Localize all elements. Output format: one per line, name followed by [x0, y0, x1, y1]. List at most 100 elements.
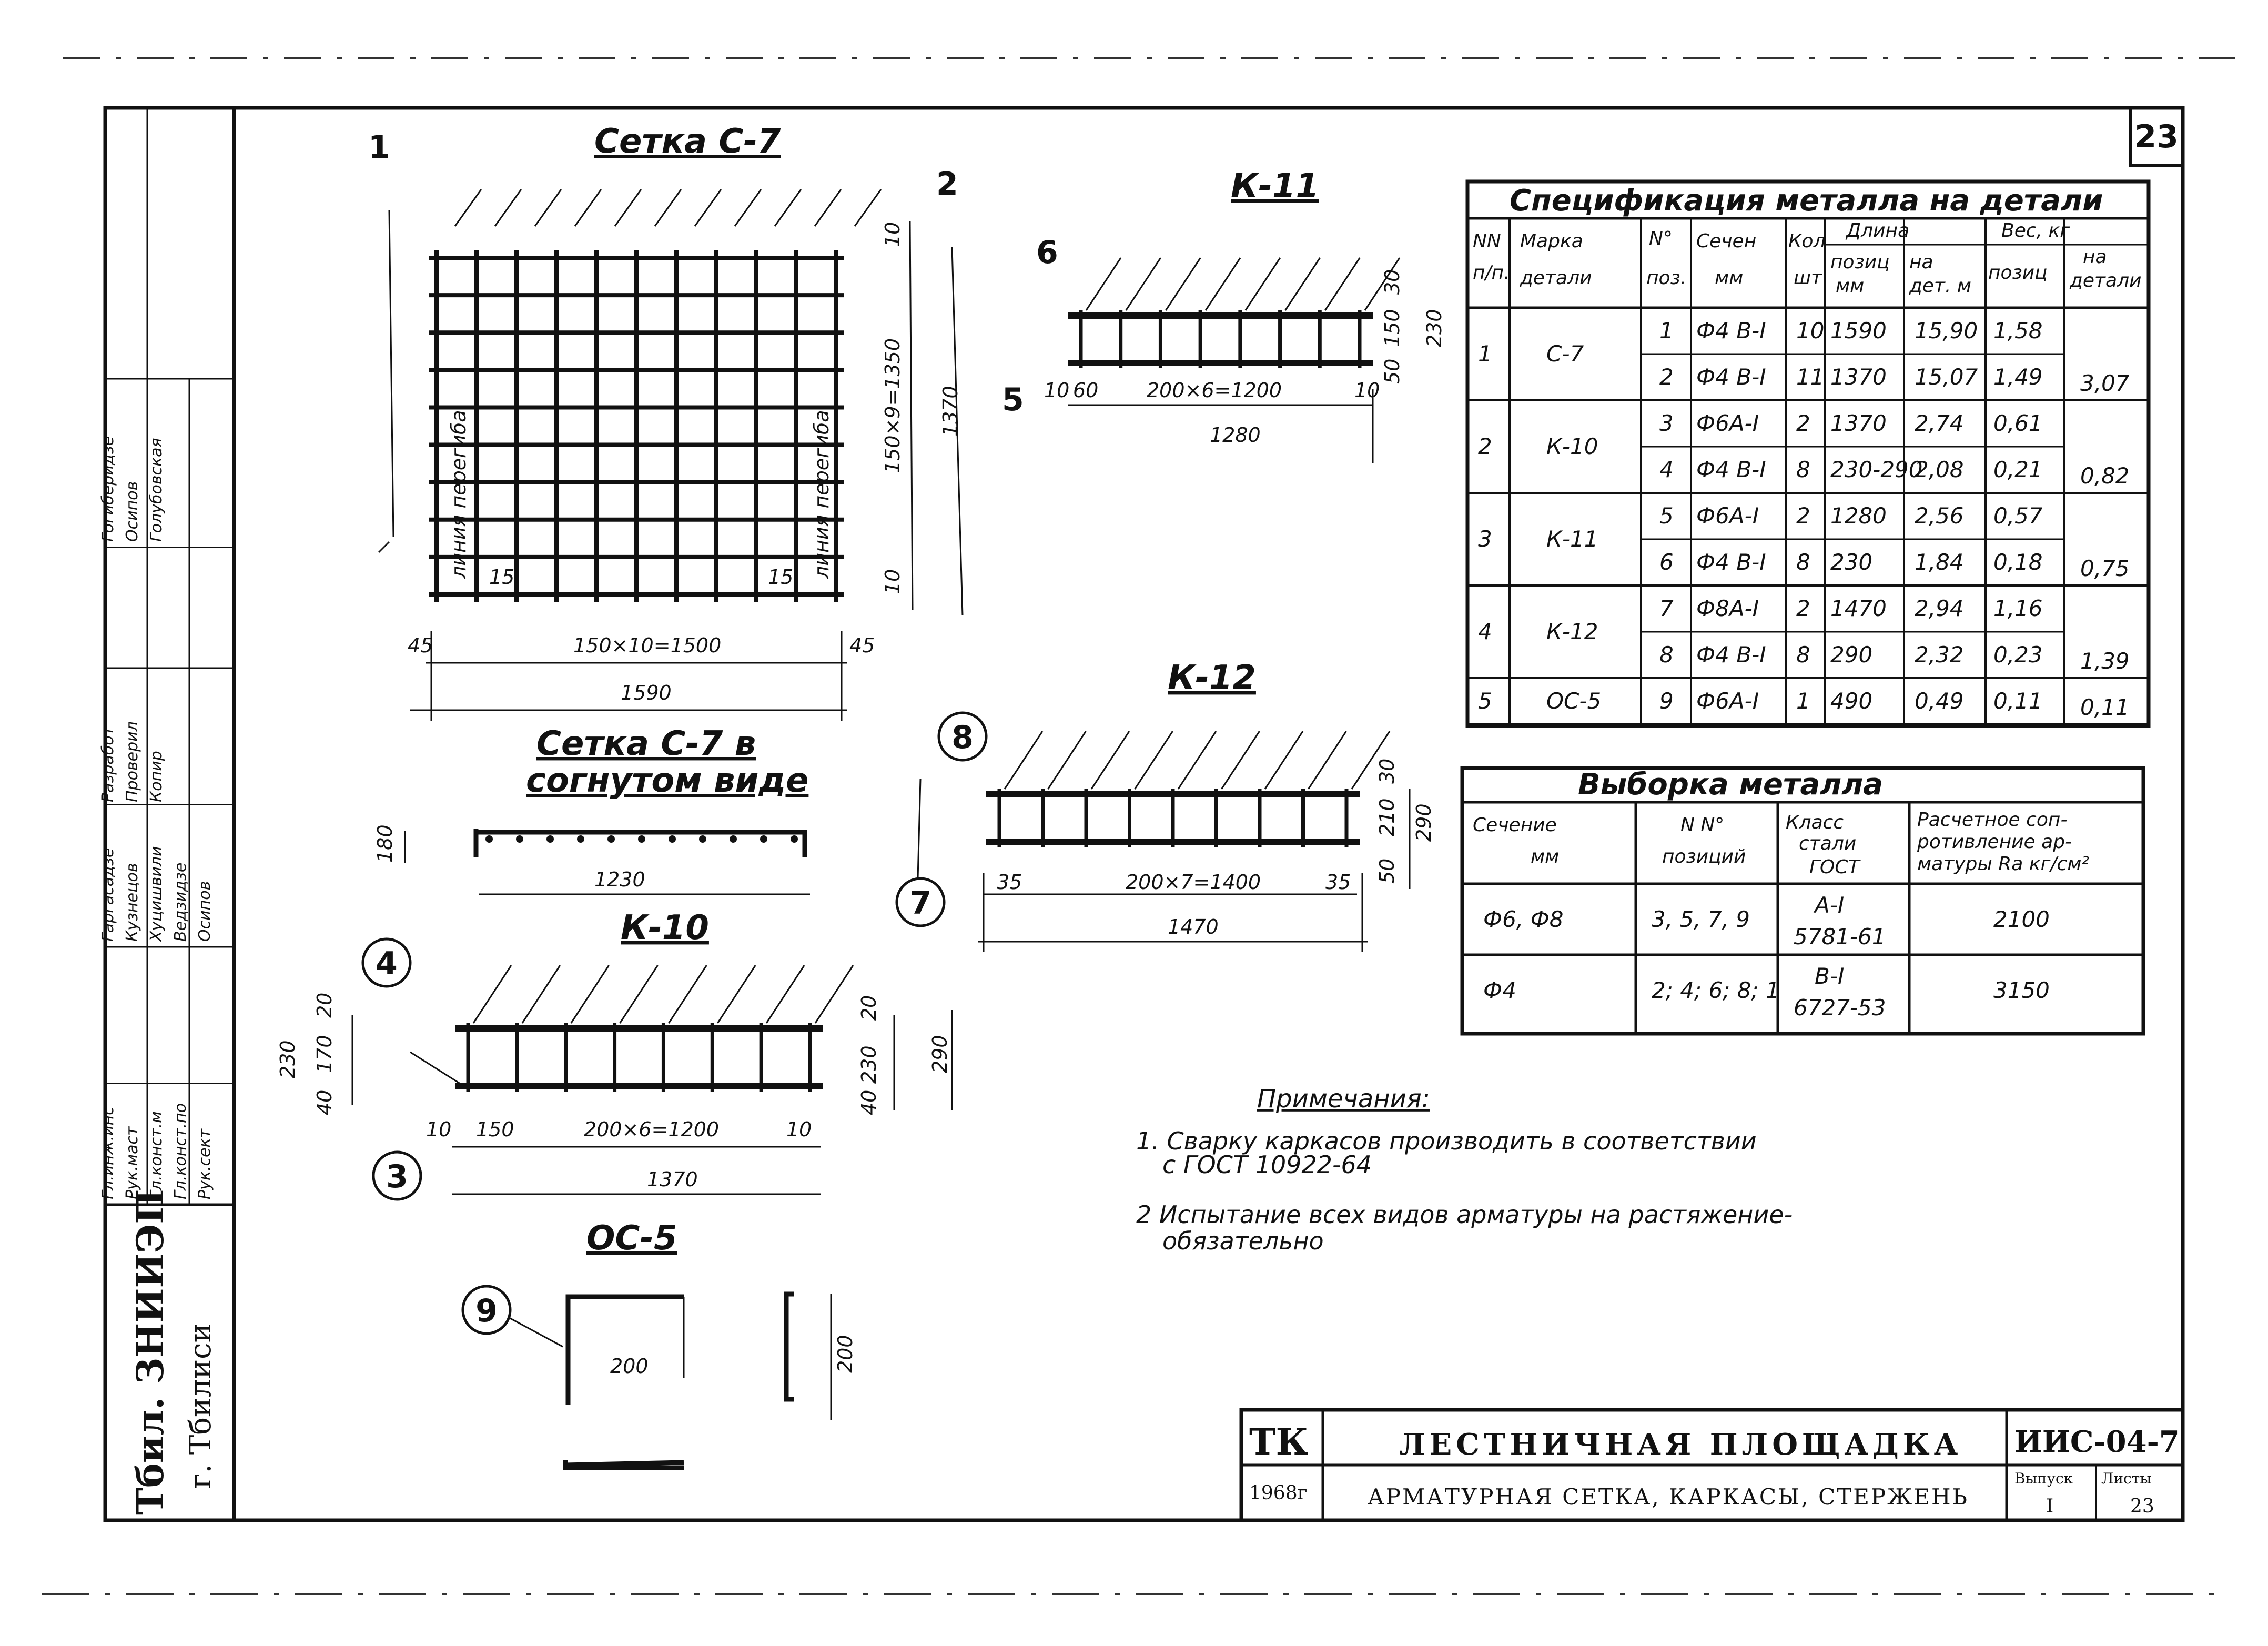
k12-dim-30: 30 — [1375, 759, 1399, 784]
tb-tk: ТК — [1249, 1421, 1309, 1463]
spec-header-weight: Вес, кг — [2001, 220, 2070, 241]
spec-grid — [1467, 218, 2149, 726]
svg-text:ГОСТ: ГОСТ — [1809, 856, 1861, 878]
k11-hatch — [1324, 257, 1361, 311]
c7-bent-dim-length: 1230 — [594, 868, 645, 891]
stamp-name-2: Осипов — [123, 481, 141, 542]
c7-hatch — [774, 189, 802, 227]
spec-cell-qty: 8 — [1796, 457, 1810, 482]
k12-dim-290: 290 — [1412, 803, 1435, 842]
stamp-role-2: Копир — [147, 751, 166, 802]
spec-header-length-pos-2: мм — [1836, 275, 1864, 297]
spec-cell-qty: 8 — [1796, 642, 1810, 668]
spec-group-total: 1,39 — [2080, 648, 2130, 674]
pos-num-9: 9 — [475, 1292, 498, 1329]
k10-hatch — [668, 965, 707, 1024]
spec-cell-pos: 4 — [1659, 457, 1674, 482]
note-2-line-2: обязательно — [1162, 1227, 1324, 1255]
c7-dim-total-height: 1370 — [939, 386, 962, 437]
c7-bent-bar-dot — [577, 835, 584, 843]
spec-cell-len-mm: 230-290 — [1830, 457, 1923, 482]
spec-cell-pos: 7 — [1659, 595, 1674, 621]
k10-dim-10-right: 10 — [786, 1118, 812, 1141]
k11-title: К-11 — [1231, 167, 1319, 206]
title-block: ТК 1968г ЛЕСТНИЧНАЯ ПЛОЩАДКА АРМАТУРНАЯ … — [1239, 1408, 2185, 1522]
sel-cell-positions: 2; 4; 6; 8; 1 — [1652, 977, 1780, 1003]
stamp-name-2: Голубовская — [147, 438, 166, 542]
c7-dim-bottom-10: 10 — [881, 569, 904, 594]
frame-k11: К-11 6 5 30 150 50 230 10 60 200×6=1200 … — [1002, 167, 1446, 463]
sel-header-positions: N N° — [1680, 814, 1724, 836]
spec-cell-weight: 1,49 — [1993, 364, 2043, 390]
spec-cell-section: Ф6А-I — [1696, 503, 1759, 529]
c7-bent-shape — [473, 829, 807, 857]
tb-code: ИИС-04-7 — [2014, 1425, 2180, 1459]
spec-cell-len-mm: 290 — [1830, 642, 1872, 668]
spec-header-weight-det-2: детали — [2069, 270, 2141, 291]
k10-hatch — [619, 965, 659, 1024]
frame-k12: К-12 8 7 30 210 50 290 35 200×7=1400 35 … — [895, 659, 1435, 952]
k10-dim-left-230: 230 — [276, 1040, 299, 1078]
spec-cell-qty: 2 — [1796, 503, 1810, 529]
spec-cell-pos: 5 — [1659, 503, 1674, 529]
stamp-name: Гаргасадзе — [99, 848, 117, 942]
k12-hatch — [1047, 731, 1087, 790]
rod-oc5: ОС-5 9 200 200 — [461, 1219, 857, 1470]
spec-cell-len-m: 2,94 — [1915, 595, 1964, 621]
stamp-role: Рук.сект — [196, 1128, 214, 1199]
spec-cell-len-m: 1,84 — [1915, 549, 1964, 575]
k11-dim-230: 230 — [1423, 309, 1446, 347]
k10-dim-right-20: 20 — [857, 995, 880, 1021]
k10-dim-40: 40 — [313, 1090, 336, 1115]
k12-hatch — [1351, 731, 1391, 790]
note-2-line-1: 2 Испытание всех видов арматуры на растя… — [1136, 1200, 1793, 1229]
k11-hatch — [1244, 257, 1281, 311]
k10-dim-spacing: 200×6=1200 — [584, 1118, 719, 1141]
spec-header-qty: Кол — [1788, 230, 1826, 252]
c7-bent-bar-dot — [699, 835, 706, 843]
c7-bent-bar-dot — [760, 835, 767, 843]
sel-header-resistance: Расчетное соп- — [1917, 809, 2067, 831]
c7-hatch — [454, 189, 482, 227]
spec-header-pos-2: поз. — [1646, 267, 1686, 289]
c7-hatch — [534, 189, 562, 227]
c7-bent-bar-dot — [516, 835, 523, 843]
spec-group-nn: 3 — [1478, 526, 1492, 552]
sel-cell-ra: 3150 — [1993, 977, 2050, 1003]
k11-dim-60: 60 — [1073, 379, 1098, 402]
spec-header-section: Сечен — [1696, 230, 1756, 252]
spec-group-nn: 1 — [1478, 341, 1492, 367]
pos-circle-3 — [372, 1150, 422, 1201]
pos-circle-9 — [461, 1285, 512, 1335]
spec-cell-len-mm: 1370 — [1830, 410, 1887, 436]
sel-header-section: Сечение — [1473, 814, 1557, 836]
note-1-line-2: с ГОСТ 10922-64 — [1162, 1150, 1372, 1179]
c7-dim-vert-spacing: 150×9=1350 — [881, 338, 904, 473]
spec-cell-weight: 0,18 — [1993, 549, 2043, 575]
k12-hatch — [1264, 731, 1304, 790]
pos-num-2: 2 — [936, 166, 958, 203]
c7-bend-line-left: линия перегиба — [447, 410, 470, 579]
notes-title: Примечания: — [1257, 1084, 1430, 1114]
c7-bent-dim-height: 180 — [373, 824, 397, 863]
spec-cell-section: Ф8А-I — [1696, 595, 1759, 621]
svg-text:матуры Ra кг/см²: матуры Ra кг/см² — [1917, 853, 2089, 875]
k12-hatch — [1177, 731, 1217, 790]
spec-header-length-det: на — [1909, 251, 1933, 273]
k10-hatch — [814, 965, 854, 1024]
sel-cell-class: А-I — [1813, 892, 1844, 918]
spec-cell-len-m: 0,49 — [1915, 688, 1964, 714]
k12-hatch — [1134, 731, 1173, 790]
spec-header-nn-2: п/п. — [1473, 262, 1510, 284]
mesh-c7-grid — [429, 189, 882, 602]
sel-cell-positions: 3, 5, 7, 9 — [1652, 906, 1750, 932]
c7-hatch — [654, 189, 682, 227]
c7-dim-horiz-spacing: 150×10=1500 — [573, 634, 721, 657]
tb-issue: I — [2046, 1496, 2053, 1517]
spec-header-mark: Марка — [1520, 230, 1583, 252]
oc5-shape — [565, 1294, 684, 1405]
spec-group-mark: К-10 — [1546, 433, 1598, 459]
k10-dim-20: 20 — [313, 993, 336, 1018]
